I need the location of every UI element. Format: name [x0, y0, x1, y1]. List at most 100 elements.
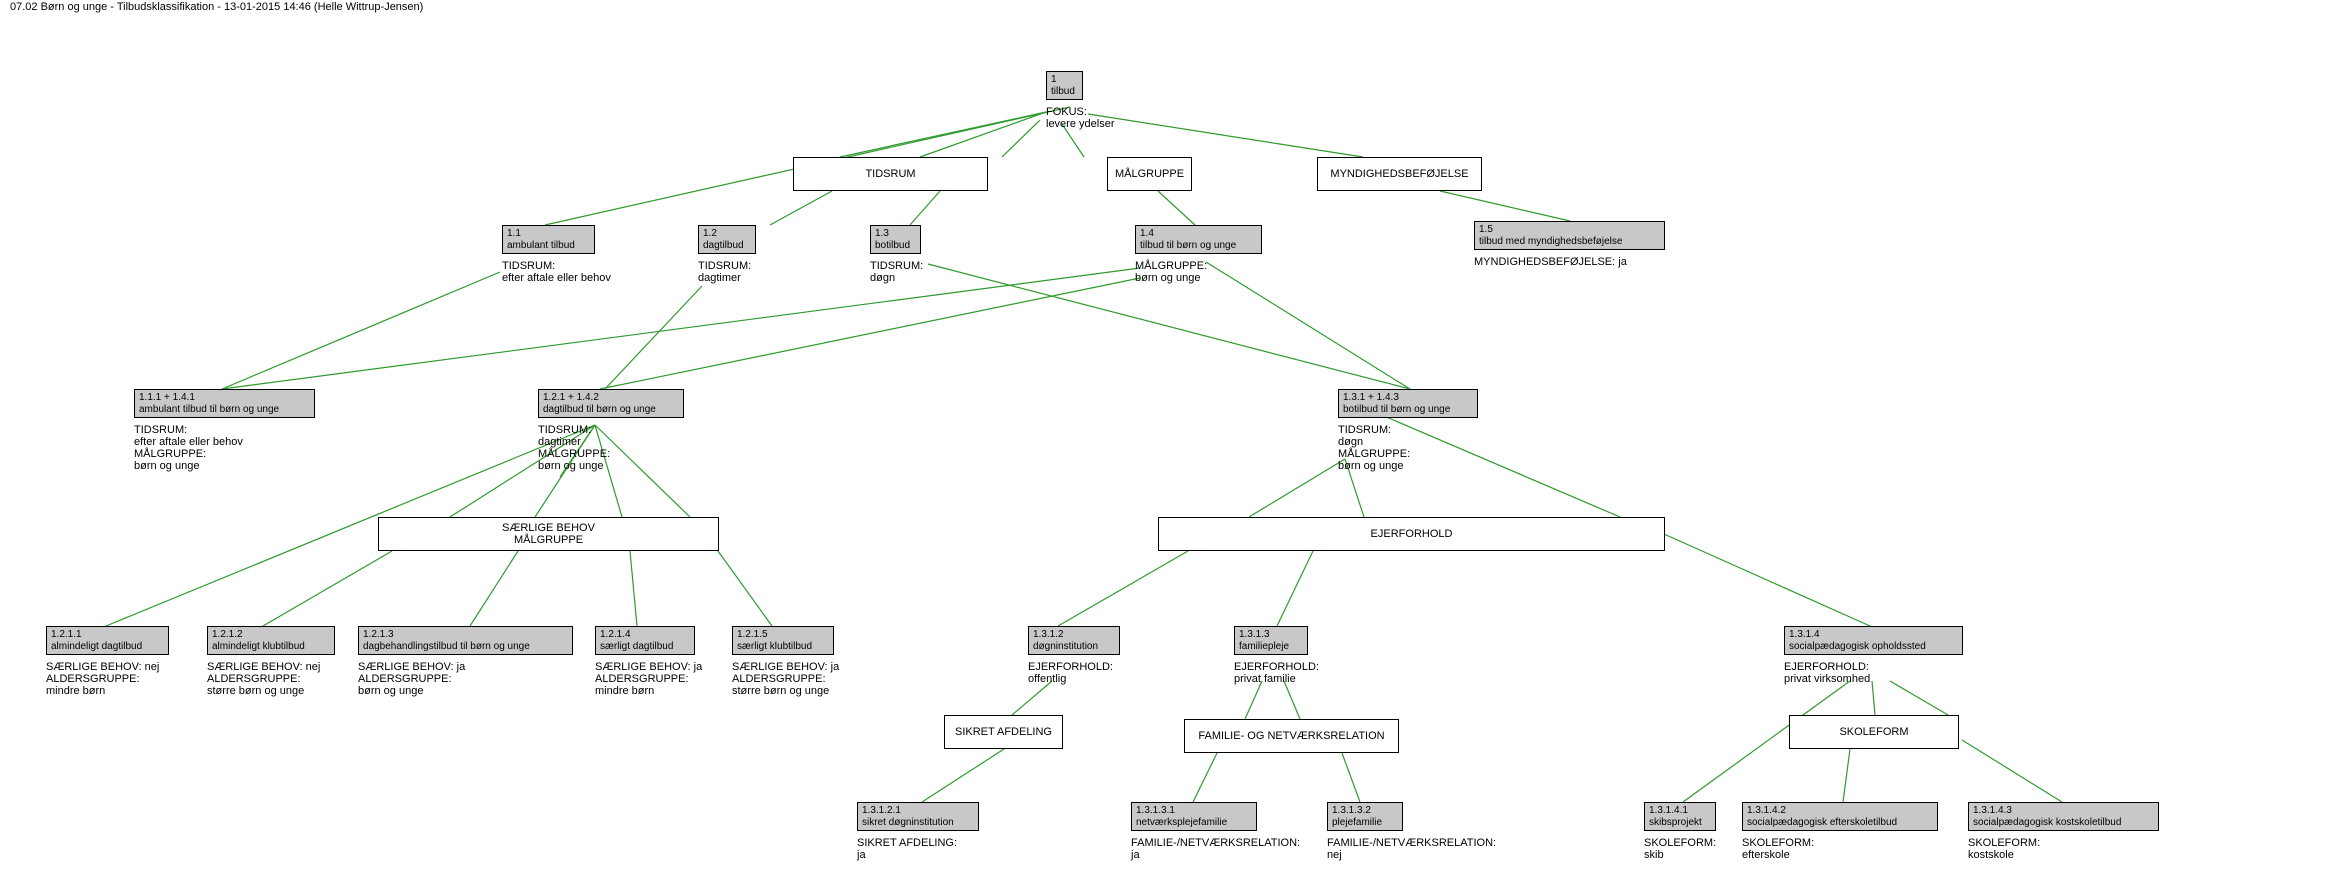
node-label: plejefamilie	[1332, 817, 1383, 828]
connector-line	[1341, 752, 1361, 803]
connector-line	[599, 277, 1141, 390]
attribute-text: dagtimer	[538, 436, 581, 448]
node-label: socialpædagogisk efterskoletilbud	[1747, 817, 1898, 828]
attribute-text: SÆRLIGE BEHOV: ja	[358, 661, 466, 673]
attribute-text: mindre børn	[46, 685, 106, 697]
node-1-3-1-2-1-attributes: SIKRET AFDELING:ja	[857, 837, 957, 861]
node-label: 1.3.1.4.1	[1649, 805, 1688, 816]
node-1-3-1-4-attributes: EJERFORHOLD:privat virksomhed	[1784, 661, 1870, 685]
connector-line	[1871, 680, 1876, 716]
attribute-text: SÆRLIGE BEHOV: nej	[207, 661, 321, 673]
dimension-label: FAMILIE- OG NETVÆRKSRELATION	[1198, 730, 1385, 742]
node-label: socialpædagogisk opholdssted	[1789, 641, 1926, 652]
attribute-text: SKOLEFORM:	[1644, 837, 1717, 849]
node-label: socialpædagogisk kostskoletilbud	[1973, 817, 2122, 828]
node-label: 1.3.1.3.2	[1332, 805, 1371, 816]
attribute-text: børn og unge	[134, 460, 200, 472]
connector-line	[1248, 458, 1346, 518]
connector-line	[1205, 261, 1411, 390]
attribute-text: ALDERSGRUPPE:	[595, 673, 689, 685]
dimension-myndighedsbefojelse[interactable]: MYNDIGHEDSBEFØJELSE	[1317, 157, 1482, 191]
connector-line	[221, 267, 1141, 390]
dimension-tidsrum[interactable]: TIDSRUM	[793, 157, 988, 191]
attribute-text: EJERFORHOLD:	[1028, 661, 1113, 673]
dimension-skoleform[interactable]: SKOLEFORM	[1789, 715, 1959, 749]
dimension-familie-og-netvaerksrelation[interactable]: FAMILIE- OG NETVÆRKSRELATION	[1184, 719, 1399, 753]
connector-line	[1061, 123, 1085, 158]
attribute-text: SIKRET AFDELING:	[857, 837, 958, 849]
connector-line	[919, 111, 1047, 158]
attribute-text: TIDSRUM:	[1338, 424, 1392, 436]
node-label: 1.2.1.5	[737, 629, 768, 640]
attribute-text: MÅLGRUPPE:	[538, 448, 611, 460]
node-label: særligt dagtilbud	[600, 641, 674, 652]
connector-line	[1192, 752, 1218, 803]
node-1-3-1-3-2-attributes: FAMILIE-/NETVÆRKSRELATION:nej	[1327, 837, 1496, 861]
node-1-4-attributes: MÅLGRUPPE:børn og unge	[1135, 260, 1207, 284]
dimension-label: SÆRLIGE BEHOV	[502, 522, 595, 534]
node-label: døgninstitution	[1033, 641, 1099, 652]
node-label: tilbud til børn og unge	[1140, 240, 1237, 251]
connector-line	[1244, 680, 1263, 720]
connector-line	[1842, 748, 1851, 803]
attribute-text: børn og unge	[1135, 272, 1201, 284]
dimension-sikret-afdeling[interactable]: SIKRET AFDELING	[944, 715, 1063, 749]
connector-line	[469, 550, 519, 627]
attribute-text: børn og unge	[358, 685, 424, 697]
dimension-malgruppe[interactable]: MÅLGRUPPE	[1107, 157, 1192, 191]
dimension-label: MYNDIGHEDSBEFØJELSE	[1330, 168, 1469, 180]
page-title: 07.02 Børn og unge - Tilbudsklassifikati…	[10, 1, 424, 13]
attribute-text: MÅLGRUPPE:	[1135, 260, 1208, 272]
connector-line	[1001, 119, 1041, 158]
dimension-label: MÅLGRUPPE	[513, 534, 584, 546]
attribute-text: SÆRLIGE BEHOV: nej	[46, 661, 160, 673]
connector-line	[1961, 739, 2063, 803]
node-1-3-1-4-1-attributes: SKOLEFORM:skib	[1644, 837, 1716, 861]
attribute-text: børn og unge	[1338, 460, 1404, 472]
attribute-text: ALDERSGRUPPE:	[358, 673, 452, 685]
attribute-text: MÅLGRUPPE:	[1338, 448, 1411, 460]
attribute-text: SKOLEFORM:	[1742, 837, 1815, 849]
connector-line	[1057, 550, 1189, 627]
attribute-text: MÅLGRUPPE:	[134, 448, 207, 460]
node-label: 1.1.1 + 1.4.1	[139, 392, 195, 403]
node-label: netværksplejefamilie	[1136, 817, 1228, 828]
connector-line	[1369, 409, 1621, 518]
attribute-text: EJERFORHOLD:	[1784, 661, 1869, 673]
dimension-ejerforhold[interactable]: EJERFORHOLD	[1158, 517, 1665, 551]
attribute-text: FAMILIE-/NETVÆRKSRELATION:	[1327, 837, 1497, 849]
node-1-3-1-3-1-attributes: FAMILIE-/NETVÆRKSRELATION:ja	[1131, 837, 1300, 861]
node-label: dagtilbud	[703, 240, 744, 251]
node-label: 1	[1051, 74, 1057, 85]
node-label: 1.3.1.4.3	[1973, 805, 2012, 816]
node-label: 1.3.1 + 1.4.3	[1343, 392, 1399, 403]
connector-line	[1157, 190, 1196, 226]
node-label: botilbud	[875, 240, 911, 251]
